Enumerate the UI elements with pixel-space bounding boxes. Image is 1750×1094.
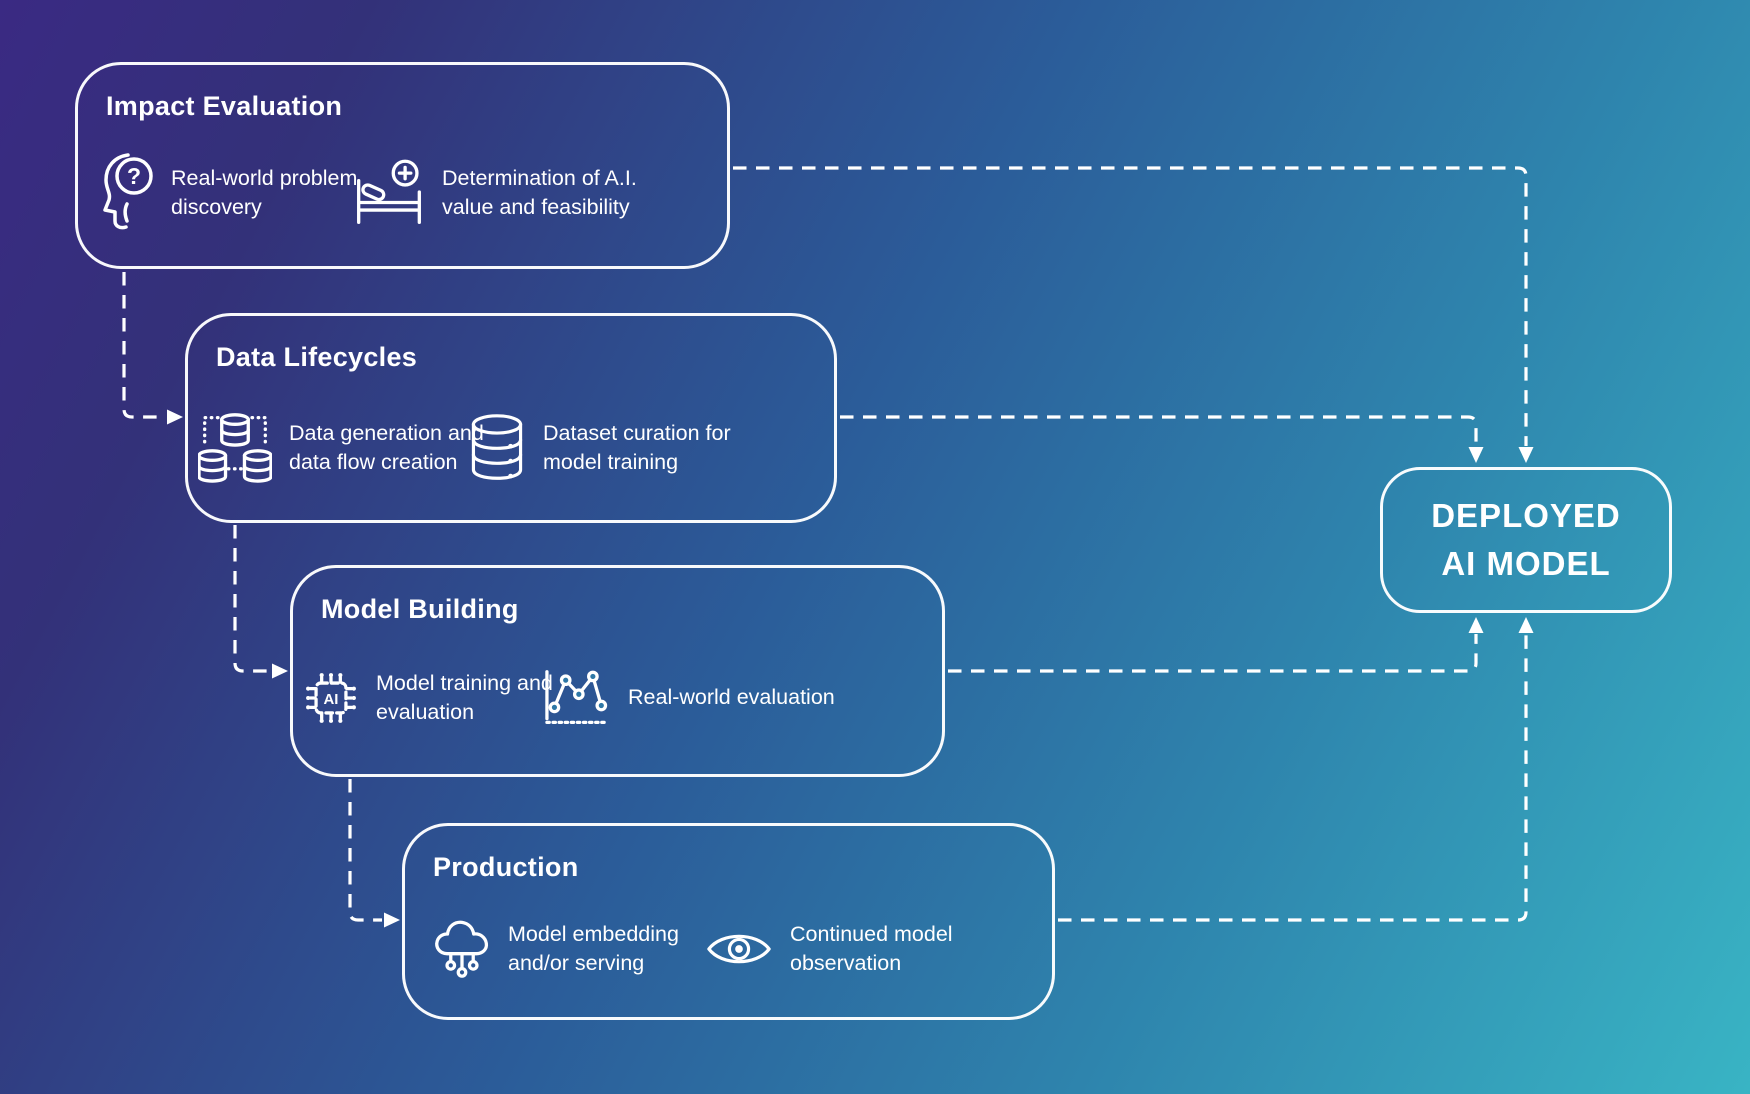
arrowhead-into-production bbox=[384, 912, 400, 928]
stage-item-data-generation: Data generation and data flow creation bbox=[198, 400, 484, 496]
deployed-label-line2: AI MODEL bbox=[1441, 545, 1611, 582]
arrowhead-into-model bbox=[272, 663, 288, 679]
stage-item-dataset-curation: Dataset curation for model training bbox=[468, 400, 731, 496]
stage-box-production: Production Model embedding and/or servin… bbox=[402, 823, 1055, 1020]
arrowhead-deployed-top-left bbox=[1468, 447, 1484, 463]
stage-item-label: Real-world problem discovery bbox=[171, 165, 358, 220]
svg-text:?: ? bbox=[127, 163, 141, 189]
databases-network-icon bbox=[198, 412, 272, 484]
stage-box-model-building: Model Building AI bbox=[290, 565, 945, 777]
scatter-chart-icon bbox=[541, 668, 611, 728]
eye-icon bbox=[705, 928, 773, 970]
stage-item-label: Model embedding and/or serving bbox=[508, 921, 679, 976]
stage-box-data-lifecycles: Data Lifecycles bbox=[185, 313, 837, 523]
connector-data-to-deployed bbox=[840, 415, 1478, 446]
stage-item-label: Dataset curation for model training bbox=[543, 420, 731, 475]
arrowhead-deployed-bottom-left bbox=[1468, 617, 1484, 633]
connector-production-to-deployed bbox=[1058, 634, 1528, 922]
stage-item-label: Determination of A.I. value and feasibil… bbox=[442, 165, 637, 220]
connector-impact-to-data bbox=[122, 272, 166, 419]
head-question-icon: ? bbox=[98, 150, 154, 236]
cloud-serving-icon bbox=[433, 918, 491, 980]
stage-item-problem-discovery: ? Real-world problem discovery bbox=[98, 145, 357, 241]
deployed-label-line1: DEPLOYED bbox=[1431, 497, 1621, 534]
arrowhead-into-data bbox=[167, 409, 183, 425]
connector-model-to-production bbox=[348, 779, 382, 922]
stage-item-label: Model training and evaluation bbox=[376, 670, 553, 725]
connector-data-to-model bbox=[233, 525, 270, 673]
stage-item-label: Data generation and data flow creation bbox=[289, 420, 484, 475]
stage-item-model-observation: Continued model observation bbox=[705, 901, 953, 997]
hospital-bed-icon bbox=[353, 159, 425, 227]
stage-title-data-lifecycles: Data Lifecycles bbox=[216, 342, 418, 372]
stage-title-impact-evaluation: Impact Evaluation bbox=[106, 91, 343, 121]
stage-item-label: Real-world evaluation bbox=[628, 685, 835, 710]
deployed-ai-model-box: DEPLOYED AI MODEL bbox=[1380, 467, 1672, 613]
stage-title-production: Production bbox=[433, 852, 579, 882]
stage-item-model-embedding: Model embedding and/or serving bbox=[433, 901, 679, 997]
stage-item-ai-value: Determination of A.I. value and feasibil… bbox=[353, 145, 637, 241]
stage-item-label: Continued model observation bbox=[790, 921, 953, 976]
stage-title-model-building: Model Building bbox=[321, 594, 519, 624]
ai-chip-icon: AI bbox=[303, 670, 359, 726]
connector-model-to-deployed bbox=[948, 634, 1478, 673]
stage-item-real-world-evaluation: Real-world evaluation bbox=[541, 650, 835, 746]
stage-item-model-training: AI Model training and bbox=[303, 650, 553, 746]
stage-box-impact-evaluation: Impact Evaluation ? Real-world problem d… bbox=[75, 62, 730, 269]
connector-impact-to-deployed bbox=[733, 166, 1528, 446]
svg-text:AI: AI bbox=[324, 691, 339, 708]
database-icon bbox=[468, 412, 526, 484]
arrowhead-deployed-top-right bbox=[1518, 447, 1534, 463]
arrowhead-deployed-bottom-right bbox=[1518, 617, 1534, 633]
